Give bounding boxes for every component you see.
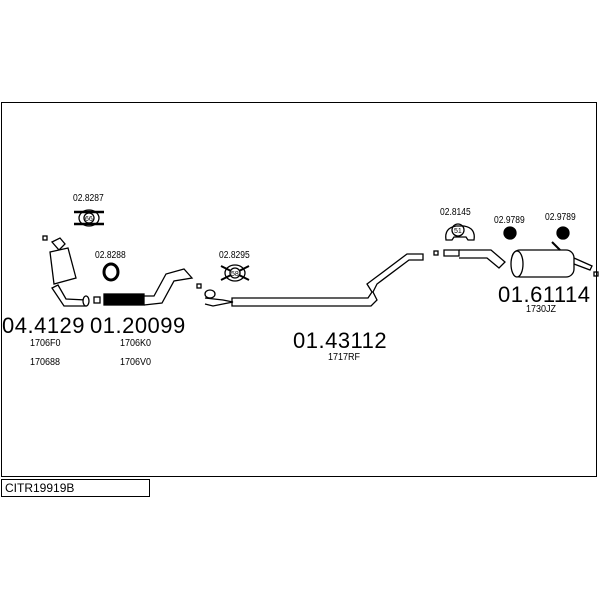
part-number: 01.61114 — [498, 282, 591, 307]
diagram-frame — [1, 102, 597, 477]
clamp-02-8287-icon: 66 — [74, 209, 104, 227]
part-ref: 1717RF — [328, 352, 361, 363]
part-number: 01.20099 — [90, 313, 186, 338]
front-pipe — [93, 268, 202, 306]
middle-pipe — [204, 250, 439, 307]
part-ref: 1706F0 — [30, 338, 61, 349]
diagram-code: CITR19919B — [1, 479, 150, 497]
part-ref: 1730JZ — [526, 304, 557, 315]
clamp-label: 02.8287 — [73, 193, 104, 204]
part-ref: 170688 — [30, 357, 61, 368]
svg-text:51: 51 — [454, 228, 462, 235]
part-number: 04.4129 — [2, 313, 86, 338]
clamp-label: 02.8145 — [440, 207, 471, 218]
clamp-label: 02.8288 — [95, 250, 126, 261]
clamp-label: 02.9789 — [494, 215, 525, 226]
clamp-label: 02.9789 — [545, 212, 576, 223]
catalytic-converter — [42, 235, 90, 307]
part-ref: 1706K0 — [120, 338, 152, 349]
part-ref: 1706V0 — [120, 357, 152, 368]
clamp-label: 02.8295 — [219, 250, 250, 261]
clamp-02-8295-icon: 58 — [220, 264, 250, 282]
rear-muffler — [443, 241, 599, 278]
svg-text:58: 58 — [231, 271, 239, 278]
rubber-mount-icon — [503, 226, 570, 240]
part-number: 01.43112 — [293, 328, 388, 353]
clamp-02-8288-icon — [102, 262, 120, 282]
svg-text:66: 66 — [85, 216, 93, 223]
clamp-02-8145-icon: 51 — [445, 223, 475, 241]
